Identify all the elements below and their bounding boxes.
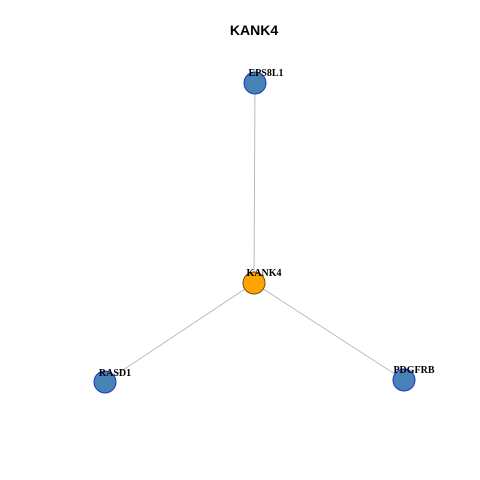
node-circle-eps8l1 xyxy=(243,71,267,95)
node-kank4: KANK4 xyxy=(242,268,282,295)
edges-layer xyxy=(104,82,405,383)
node-rasd1: RASD1 xyxy=(93,368,131,394)
edge-kank4-rasd1 xyxy=(104,282,255,383)
edge-kank4-pdgfrb xyxy=(253,282,405,381)
node-label-eps8l1: EPS8L1 xyxy=(248,68,283,79)
node-circle-pdgfrb xyxy=(392,368,416,392)
node-circle-kank4 xyxy=(242,271,266,295)
node-label-pdgfrb: PDGFRB xyxy=(393,365,434,376)
node-pdgfrb: PDGFRB xyxy=(392,365,435,392)
diagram-title: KANK4 xyxy=(230,22,278,38)
node-label-rasd1: RASD1 xyxy=(99,368,131,379)
node-circle-rasd1 xyxy=(93,370,117,394)
node-eps8l1: EPS8L1 xyxy=(243,68,284,95)
node-label-kank4: KANK4 xyxy=(247,268,282,279)
edge-kank4-eps8l1 xyxy=(253,82,256,284)
